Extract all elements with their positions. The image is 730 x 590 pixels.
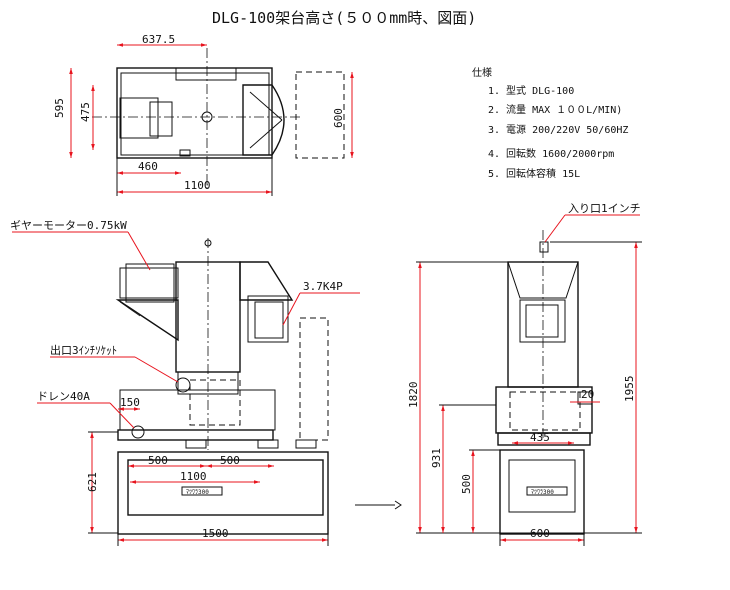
dim-1955: 1955 (623, 376, 636, 403)
spec-list: 仕様 1. 型式 DLG-100 2. 流量 MAX １００L/MIN) 3. … (472, 66, 628, 180)
dim-460: 460 (138, 160, 158, 173)
dim-500-side: 500 (460, 474, 473, 494)
dim-1820: 1820 (407, 382, 420, 409)
label-drain: ドレン40A (37, 390, 90, 403)
spec-item: 1. 型式 DLG-100 (488, 84, 574, 97)
label-inlet: 入り口1インチ (568, 202, 641, 215)
dim-595: 595 (53, 98, 66, 118)
label-outlet: 出口3ｲﾝﾁｿｹｯﾄ (50, 343, 117, 357)
top-view: 637.5 595 475 600 460 1100 (53, 33, 354, 196)
spec-item: 4. 回転数 1600/2000rpm (488, 147, 614, 160)
side-base-tag: ﾏﾂﾜﾗ300 (531, 489, 554, 496)
dim-600: 600 (332, 108, 345, 128)
spec-heading: 仕様 (472, 66, 492, 79)
dim-1500: 1500 (202, 527, 229, 540)
dim-600-side: 600 (530, 527, 550, 540)
side-view: ﾏﾂﾜﾗ300 入り口1インチ 1820 1955 931 500 435 20… (407, 202, 642, 546)
front-base-tag: ﾏﾂﾜﾗ300 (186, 489, 209, 496)
drawing-title: DLG-100架台高さ(５００mm時、図面) (212, 9, 476, 27)
dim-150: 150 (120, 396, 140, 409)
dim-20: 20 (581, 388, 594, 401)
dim-1100: 1100 (184, 179, 211, 192)
label-motor-3-7k4p: 3.7K4P (303, 280, 343, 293)
dim-1100-front: 1100 (180, 470, 207, 483)
dim-500-left: 500 (148, 454, 168, 467)
spec-item: 5. 回転体容積 15L (488, 167, 580, 180)
label-gear-motor: ギヤーモーター0.75kW (10, 219, 127, 232)
dim-500-right: 500 (220, 454, 240, 467)
spec-item: 2. 流量 MAX １００L/MIN) (488, 103, 622, 116)
dim-931: 931 (430, 448, 443, 468)
front-view: ﾏﾂﾜﾗ300 ギヤーモーター0.75kW 3.7K4P 出口3ｲﾝﾁｿｹｯﾄ … (10, 219, 402, 546)
dim-475: 475 (79, 102, 92, 122)
spec-item: 3. 電源 200/220V 50/60HZ (488, 123, 628, 136)
dim-621: 621 (86, 472, 99, 492)
dim-435: 435 (530, 431, 550, 444)
dim-637-5: 637.5 (142, 33, 175, 46)
